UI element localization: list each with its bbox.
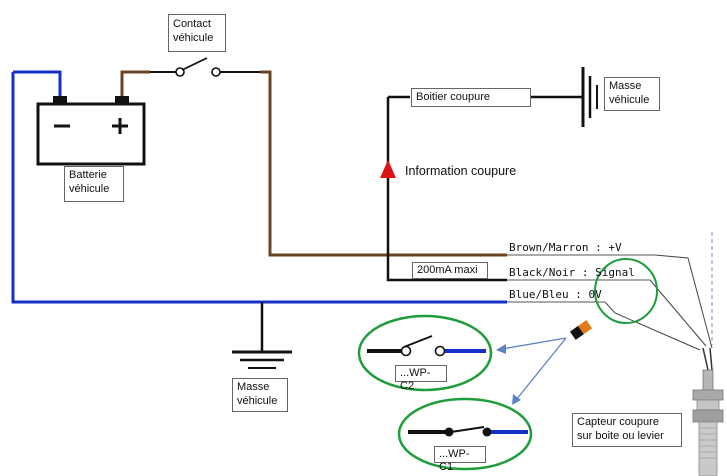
sensor-capteur (692, 369, 724, 476)
wire-black-label: Black/Noir : Signal (509, 266, 635, 279)
battery-label: Batterie véhicule (64, 166, 124, 202)
masse-vehicule-bottom-label: Masse véhicule (232, 378, 288, 412)
blue-wire-0v (13, 70, 62, 100)
wp-c2-label: ...WP-C2 (395, 365, 447, 392)
pointer-arrows (496, 337, 567, 405)
magnet-icon (569, 320, 593, 340)
current-max-label: 200mA maxi (412, 262, 488, 279)
information-coupure-label: Information coupure (405, 164, 517, 178)
contact-switch-symbol (175, 57, 221, 77)
contact-label: Contact véhicule (168, 14, 226, 52)
masse-vehicule-top-label: Masse véhicule (604, 77, 660, 111)
wp-c1-circle (397, 397, 533, 471)
information-arrow (380, 160, 396, 178)
wp-c2-circle (357, 314, 493, 392)
green-highlight-wires (594, 258, 658, 324)
battery-symbol (36, 96, 146, 166)
sensor-leads (604, 254, 713, 371)
brown-wire-battery (120, 70, 150, 100)
wp-c2-switch-symbol (367, 335, 486, 357)
wire-brown-label: Brown/Marron : +V (509, 241, 622, 254)
blue-wire-main (11, 72, 507, 304)
black-signal-wire (386, 97, 507, 282)
wp-c1-label: ...WP-C1 (434, 446, 486, 473)
capteur-label: Capteur coupure sur boite ou levier (572, 413, 682, 447)
ground-symbol-top (581, 67, 598, 127)
ground-symbol-bottom (232, 302, 292, 369)
wp-c1-switch-symbol (408, 426, 528, 437)
wire-blue-label: Blue/Bleu : 0V (509, 288, 602, 301)
boitier-coupure-label: Boitier coupure (411, 88, 531, 107)
